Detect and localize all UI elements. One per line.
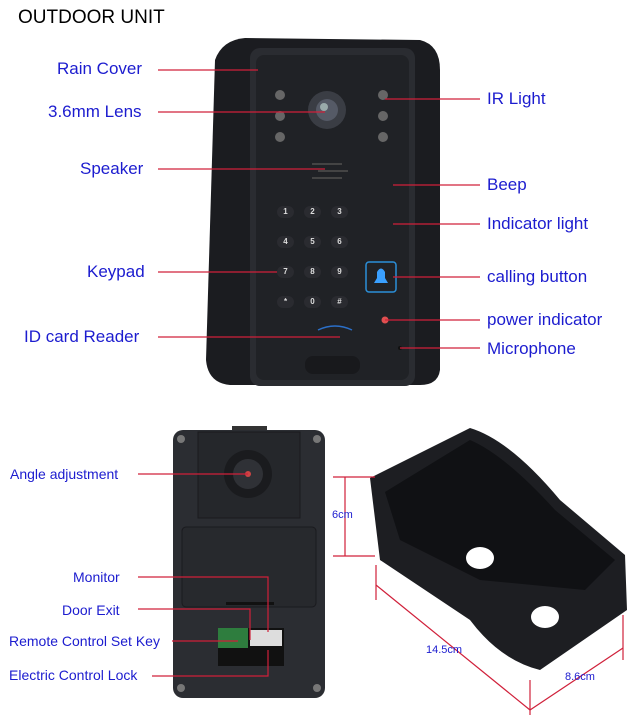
label-id-card-reader: ID card Reader	[24, 327, 140, 346]
leader-lines	[138, 69, 624, 715]
label-ir-light: IR Light	[487, 89, 546, 108]
label-remote-control-set-key: Remote Control Set Key	[9, 633, 160, 649]
label-electric-control-lock: Electric Control Lock	[9, 667, 138, 683]
keypad-key: 7	[277, 266, 294, 278]
keypad-key: 3	[331, 206, 348, 218]
label-speaker: Speaker	[80, 159, 144, 178]
label-rain-cover: Rain Cover	[57, 59, 143, 78]
keypad-key: 1	[277, 206, 294, 218]
diagram-title: OUTDOOR UNIT	[18, 7, 165, 28]
keypad-key: 8	[304, 266, 321, 278]
label-beep: Beep	[487, 175, 527, 194]
keypad-key: 6	[331, 236, 348, 248]
label-power-indicator: power indicator	[487, 310, 603, 329]
label-calling-button: calling button	[487, 267, 588, 286]
label-microphone: Microphone	[487, 339, 576, 358]
label-door-exit: Door Exit	[62, 602, 120, 618]
dimension-length: 14.5cm	[426, 644, 463, 656]
keypad-key: *	[277, 296, 294, 308]
keypad-key: 2	[304, 206, 321, 218]
label-monitor: Monitor	[73, 569, 120, 585]
keypad-key: 0	[304, 296, 321, 308]
keypad-key: #	[331, 296, 348, 308]
dimension-height: 6cm	[332, 509, 353, 521]
label-keypad: Keypad	[87, 262, 145, 281]
dimension-width: 8.6cm	[565, 671, 595, 683]
label-lens: 3.6mm Lens	[48, 102, 142, 121]
rain-cover-box	[370, 428, 627, 670]
back-unit	[173, 426, 325, 698]
keypad-key: 4	[277, 236, 294, 248]
front-unit	[206, 38, 440, 386]
label-angle-adjustment: Angle adjustment	[10, 466, 119, 482]
label-indicator-light: Indicator light	[487, 214, 589, 233]
keypad-key: 5	[304, 236, 321, 248]
keypad-key: 9	[331, 266, 348, 278]
